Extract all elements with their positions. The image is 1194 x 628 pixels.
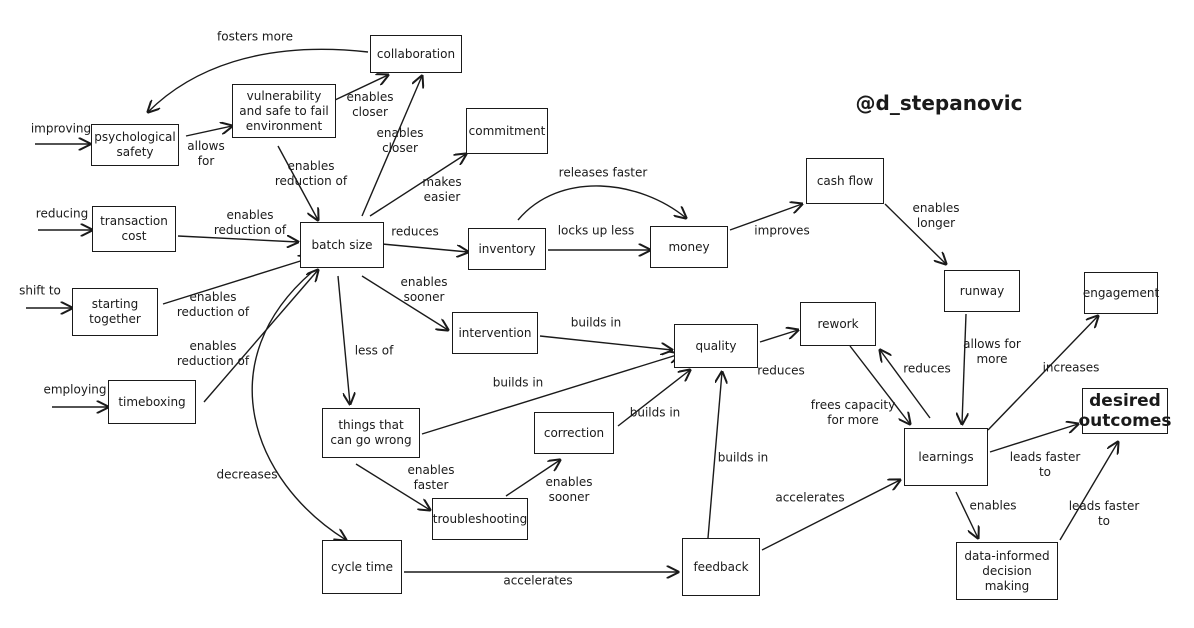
- author-handle: @d_stepanovic: [855, 91, 1023, 115]
- edge-timeboxing-to-batch: [203, 270, 318, 403]
- label-enables-reduction-1: enables reduction of: [274, 159, 348, 188]
- label-enables-longer: enables longer: [912, 201, 960, 230]
- edge-psych-to-vuln: [185, 126, 232, 137]
- edge-batch-to-commitment: [369, 154, 466, 217]
- edge-intervention-to-quality: [539, 335, 672, 350]
- edge-feedback-to-learnings: [761, 480, 900, 551]
- label-reduces-3: reduces: [903, 361, 951, 376]
- label-enables-reduction-2: enables reduction of: [213, 208, 287, 237]
- edge-batch-to-things: [337, 275, 350, 404]
- label-fosters-more: fosters more: [217, 29, 293, 44]
- node-cycle-time: cycle time: [322, 540, 402, 594]
- label-releases-faster: releases faster: [558, 165, 648, 180]
- edge-cashflow-to-runway: [884, 203, 946, 264]
- edge-batch-to-intervention: [361, 275, 448, 330]
- label-decreases: decreases: [216, 467, 278, 482]
- label-enables: enables: [969, 498, 1017, 513]
- edge-batch-to-inventory: [381, 243, 468, 252]
- label-builds-in-4: builds in: [629, 405, 681, 420]
- label-leads-faster-2: leads faster to: [1068, 499, 1140, 528]
- label-reducing: reducing: [35, 206, 89, 221]
- node-cash-flow: cash flow: [806, 158, 884, 204]
- edge-things-to-troubleshooting: [355, 463, 430, 510]
- label-less-of: less of: [354, 343, 394, 358]
- edge-runway-to-learnings: [962, 313, 966, 424]
- node-starting-together: starting together: [72, 288, 158, 336]
- node-psychological-safety: psychological safety: [91, 124, 179, 166]
- label-enables-reduction-3: enables reduction of: [176, 290, 250, 319]
- label-accelerates-1: accelerates: [775, 490, 845, 505]
- label-improving: improving: [30, 121, 92, 136]
- node-batch-size: batch size: [300, 222, 384, 268]
- node-feedback: feedback: [682, 538, 760, 596]
- edge-correction-to-quality: [617, 370, 690, 427]
- label-frees-capacity: frees capacity for more: [810, 398, 896, 427]
- label-locks-up-less: locks up less: [557, 223, 635, 238]
- label-allows-for-more: allows for more: [963, 337, 1021, 366]
- edge-things-to-quality: [421, 354, 680, 435]
- label-reduces-1: reduces: [391, 224, 439, 239]
- label-reduces-2: reduces: [757, 363, 805, 378]
- edge-inventory-to-money-curve: [517, 185, 686, 221]
- node-transaction-cost: transaction cost: [92, 206, 176, 252]
- edge-rework-to-learnings: [849, 345, 910, 424]
- edge-learnings-to-engagement: [987, 316, 1098, 431]
- edge-learnings-to-rework: [880, 350, 931, 419]
- label-enables-closer-2: enables closer: [376, 126, 424, 155]
- label-makes-easier: makes easier: [422, 175, 462, 204]
- node-timeboxing: timeboxing: [108, 380, 196, 424]
- edge-batch-to-collab: [361, 76, 422, 217]
- label-enables-reduction-4: enables reduction of: [176, 339, 250, 368]
- label-shift-to: shift to: [19, 283, 61, 298]
- node-runway: runway: [944, 270, 1020, 312]
- edge-feedback-to-quality: [707, 372, 722, 539]
- label-builds-in-3: builds in: [717, 450, 769, 465]
- node-commitment: commitment: [466, 108, 548, 154]
- node-rework: rework: [800, 302, 876, 346]
- edge-starting-to-batch: [162, 258, 310, 305]
- label-enables-faster: enables faster: [407, 463, 455, 492]
- node-desired-outcomes: desired outcomes: [1078, 388, 1172, 434]
- node-learnings: learnings: [904, 428, 988, 486]
- edge-quality-to-rework: [759, 330, 798, 343]
- label-enables-sooner-1: enables sooner: [400, 275, 448, 304]
- edge-batch-to-cycle-curve: [251, 271, 346, 540]
- edge-collab-to-psych: [148, 48, 369, 112]
- label-increases: increases: [1042, 360, 1100, 375]
- label-enables-closer-1: enables closer: [346, 90, 394, 119]
- node-troubleshooting: troubleshooting: [432, 498, 528, 540]
- label-leads-faster-1: leads faster to: [1009, 450, 1081, 479]
- edge-money-to-cashflow: [729, 204, 802, 231]
- node-inventory: inventory: [468, 228, 546, 270]
- node-intervention: intervention: [452, 312, 538, 354]
- edge-vuln-to-collab: [334, 75, 388, 101]
- node-data-informed-decision-making: data-informed decision making: [956, 542, 1058, 600]
- node-correction: correction: [534, 412, 614, 454]
- node-vulnerability: vulnerability and safe to fail environme…: [232, 84, 336, 138]
- edge-transaction-to-batch: [177, 236, 298, 242]
- edge-vuln-to-batch: [277, 145, 318, 220]
- node-collaboration: collaboration: [370, 35, 462, 73]
- label-enables-sooner-2: enables sooner: [545, 475, 593, 504]
- node-things-that-can-go-wrong: things that can go wrong: [322, 408, 420, 458]
- label-improves: improves: [754, 223, 810, 238]
- edge-troubleshooting-to-correction: [505, 460, 560, 497]
- label-builds-in-2: builds in: [492, 375, 544, 390]
- edge-learnings-to-desired: [989, 424, 1078, 453]
- label-allows-for: allows for: [187, 139, 225, 168]
- node-engagement: engagement: [1083, 272, 1159, 314]
- edge-data-to-desired: [1059, 442, 1118, 541]
- node-money: money: [650, 226, 728, 268]
- node-quality: quality: [674, 324, 758, 368]
- label-builds-in-1: builds in: [570, 315, 622, 330]
- label-employing: employing: [43, 382, 107, 397]
- label-accelerates-2: accelerates: [503, 573, 573, 588]
- edge-learnings-to-data: [955, 491, 978, 538]
